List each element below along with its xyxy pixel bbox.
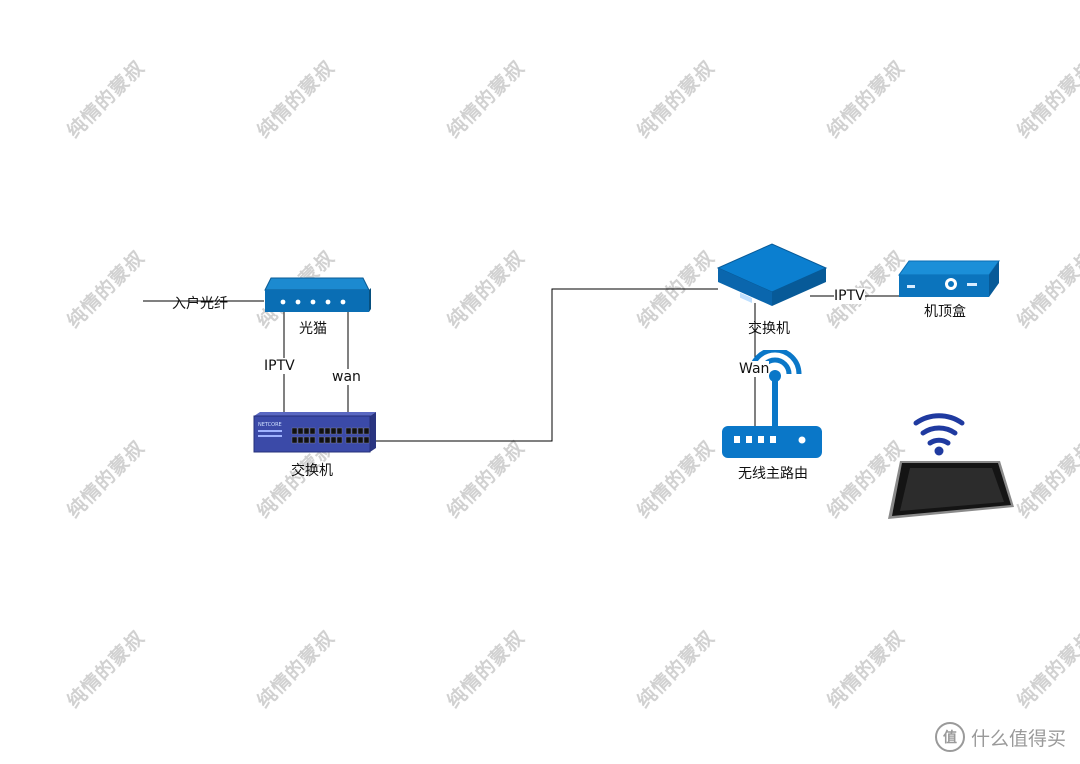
modem-label: 光猫 [299,321,327,337]
switch-port [357,427,364,435]
switch-port [303,427,310,435]
set-top-box-icon [898,260,1000,297]
switch-port [345,427,352,435]
switch-left-label: 交换机 [291,463,333,479]
switch-port [357,436,364,444]
tablet-wifi-icon [888,413,1014,519]
switch-port [318,427,325,435]
brand-text: 什么值得买 [970,727,1066,750]
switch-right-icon [716,243,828,306]
switch-left-plate: NETCORE [258,422,282,428]
switch-port [336,427,343,435]
wan-right-label: Wan [739,361,770,377]
switch-port [336,436,343,444]
iptv-right-label: IPTV [834,288,865,304]
switch-port [297,427,304,435]
brand-badge-icon: 值 [934,722,965,752]
iptv-left-label: IPTV [264,358,295,374]
switch-port [345,436,352,444]
switch-port [318,436,325,444]
switch-right-label: 交换机 [748,321,790,337]
switch-port [324,436,331,444]
switch-port [351,427,358,435]
switch-port [363,436,370,444]
switch-port [351,436,358,444]
switch-port [324,427,331,435]
switch-port [303,436,310,444]
switch-port [297,436,304,444]
wan-left-label: wan [332,369,361,385]
fiber-in-label: 入户光纤 [172,296,228,312]
brand-watermark: 值 什么值得买 [934,722,1066,752]
switch-to-switch-line [372,288,718,442]
wireless-router-icon [722,350,822,458]
switch-port [291,427,298,435]
settop-box-label: 机顶盒 [924,304,966,320]
optical-modem-icon [264,277,371,312]
wireless-router-label: 无线主路由 [738,466,808,482]
switch-port [291,436,298,444]
switch-port [330,427,337,435]
switch-port [309,427,316,435]
switch-port [330,436,337,444]
switch-port [363,427,370,435]
switch-port [309,436,316,444]
switch-left-icon: NETCORE [253,412,376,453]
